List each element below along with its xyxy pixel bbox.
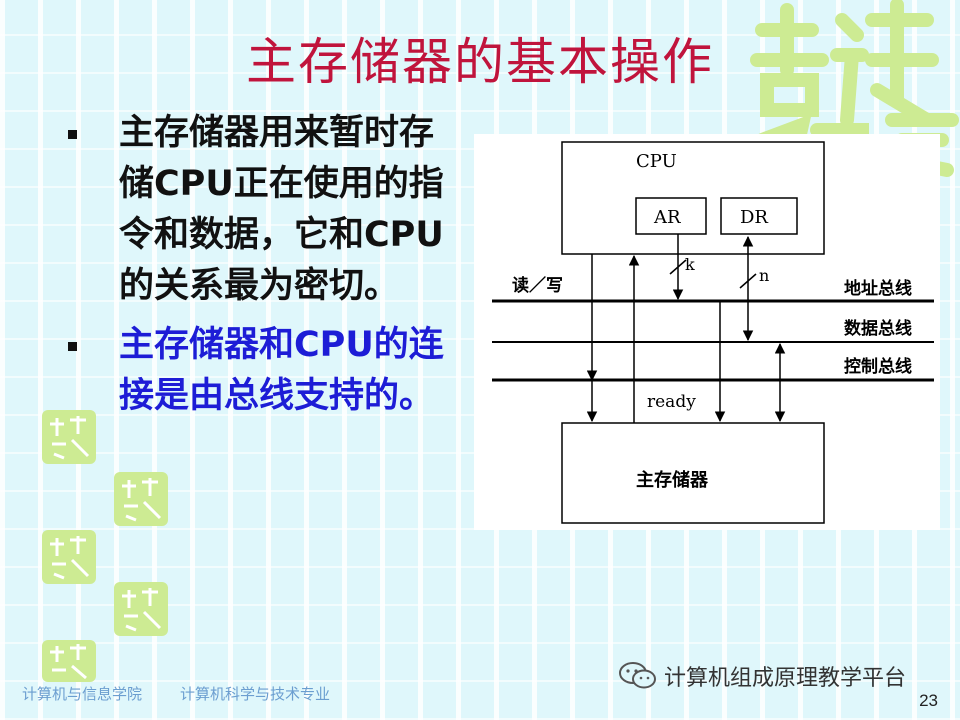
n-slash	[739, 273, 757, 289]
k-label: k	[685, 255, 695, 274]
dr-label: DR	[740, 207, 768, 228]
footer-school: 计算机与信息学院	[22, 685, 143, 703]
read-write-label: 读／写	[512, 275, 563, 296]
seal-decoration-icon	[42, 640, 96, 682]
control-bus-label: 控制总线	[844, 356, 912, 377]
seal-decoration-icon	[42, 410, 96, 464]
n-label: n	[759, 266, 769, 285]
ready-label: ready	[647, 392, 696, 412]
bullet-item: 主存储器用来暂时存储CPU正在使用的指令和数据，它和CPU的关系最为密切。	[68, 108, 448, 312]
bullet-text: 主存储器用来暂时存储CPU正在使用的指令和数据，它和CPU的关系最为密切。	[119, 113, 444, 306]
data-bus-label: 数据总线	[844, 318, 912, 339]
wechat-icon	[619, 662, 656, 689]
seal-decoration-icon	[114, 582, 168, 636]
memory-box	[561, 422, 825, 524]
address-bus-label: 地址总线	[844, 278, 912, 299]
bullet-list: 主存储器用来暂时存储CPU正在使用的指令和数据，它和CPU的关系最为密切。 主存…	[68, 108, 448, 430]
page-number: 23	[919, 691, 938, 710]
seal-decoration-icon	[114, 472, 168, 526]
bus-diagram: CPU AR DR 主存储器 地址总线 数据总线 控制总线 读／写 ready …	[474, 134, 940, 530]
seal-decoration-icon	[42, 530, 96, 584]
page-title: 主存储器的基本操作	[246, 33, 714, 91]
memory-label: 主存储器	[636, 469, 709, 491]
cpu-box	[561, 141, 825, 255]
k-slash	[669, 259, 687, 275]
seal-decoration-icon	[750, 0, 959, 177]
footer-major: 计算机科学与技术专业	[180, 685, 331, 703]
dr-register	[720, 197, 798, 235]
ar-register	[635, 197, 707, 235]
ar-label: AR	[653, 207, 681, 228]
bullet-text-highlight: 主存储器和CPU的连接是由总线支持的。	[119, 325, 444, 416]
square-bullet-icon	[68, 342, 77, 351]
bullet-item: 主存储器和CPU的连接是由总线支持的。	[68, 320, 448, 422]
wechat-account-name: 计算机组成原理教学平台	[664, 666, 907, 691]
wechat-watermark: 计算机组成原理教学平台	[618, 660, 906, 692]
bus-diagram-svg: CPU AR DR 主存储器 地址总线 数据总线 控制总线 读／写 ready …	[492, 141, 934, 524]
square-bullet-icon	[68, 130, 77, 139]
cpu-label: CPU	[636, 151, 677, 172]
